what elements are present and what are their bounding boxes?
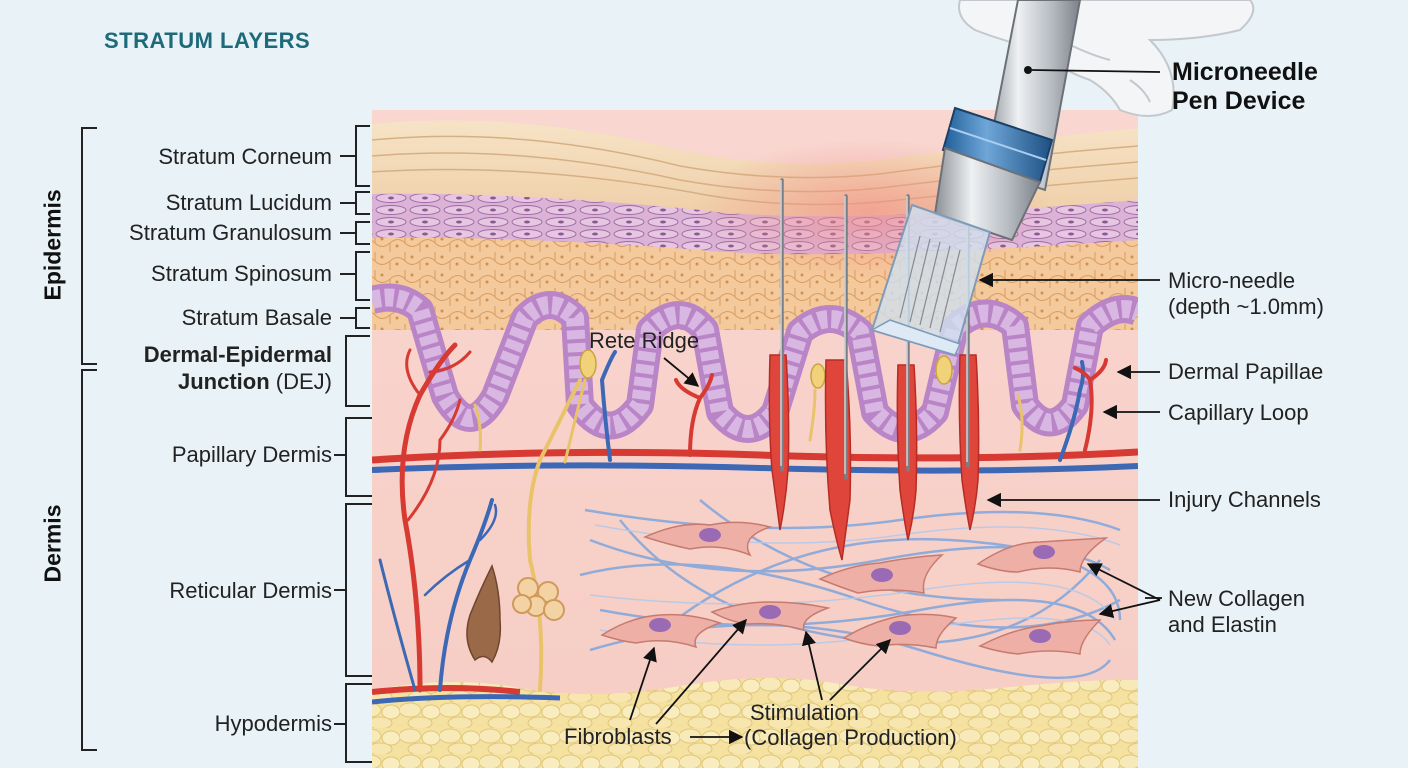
label-stratum-spinosum: Stratum Spinosum [151,261,332,286]
label-needle-depth: (depth ~1.0mm) [1168,294,1324,319]
label-device-line1: Microneedle [1172,58,1318,86]
label-capillary-loop: Capillary Loop [1168,400,1309,425]
diagram-title: STRATUM LAYERS [104,28,311,53]
label-stratum-lucidum: Stratum Lucidum [165,190,332,215]
label-injury-channels: Injury Channels [1168,487,1321,512]
label-stimulation: Stimulation [750,700,859,725]
label-dermal-papillae: Dermal Papillae [1168,359,1324,384]
label-collagen-production: (Collagen Production) [744,725,957,750]
hair-follicle-icon [466,564,502,664]
label-microneedle-pen: Microneedle Pen Device [1172,58,1318,116]
label-new-collagen: New Collagen [1168,586,1305,611]
label-dej-line1: Dermal-Epidermal [143,342,332,367]
label-device-line2: Pen Device [1172,87,1306,115]
group-label-epidermis: Epidermis [39,189,66,301]
label-dej-line2: Junction (DEJ) [178,369,332,395]
label-and-elastin: and Elastin [1168,612,1277,637]
sweat-gland-icon [512,577,565,621]
microneedle-pen-icon [870,0,1082,357]
label-stratum-basale: Stratum Basale [181,305,332,330]
label-papillary-dermis: Papillary Dermis [171,442,332,467]
label-reticular-dermis: Reticular Dermis [169,578,332,603]
label-fibroblasts: Fibroblasts [564,724,672,749]
group-label-dermis: Dermis [39,504,66,583]
label-rete-ridge: Rete Ridge [589,328,700,353]
label-micro-needle: Micro-needle [1168,268,1296,293]
label-stratum-corneum: Stratum Corneum [158,144,332,169]
fibroblast-cell-icon [600,521,1109,655]
label-dej-junction: Junction [178,369,270,394]
left-brackets [81,125,372,763]
label-stratum-granulosum: Stratum Granulosum [129,220,332,245]
label-dej-abbrev: (DEJ) [269,369,332,394]
label-hypodermis: Hypodermis [214,711,332,736]
